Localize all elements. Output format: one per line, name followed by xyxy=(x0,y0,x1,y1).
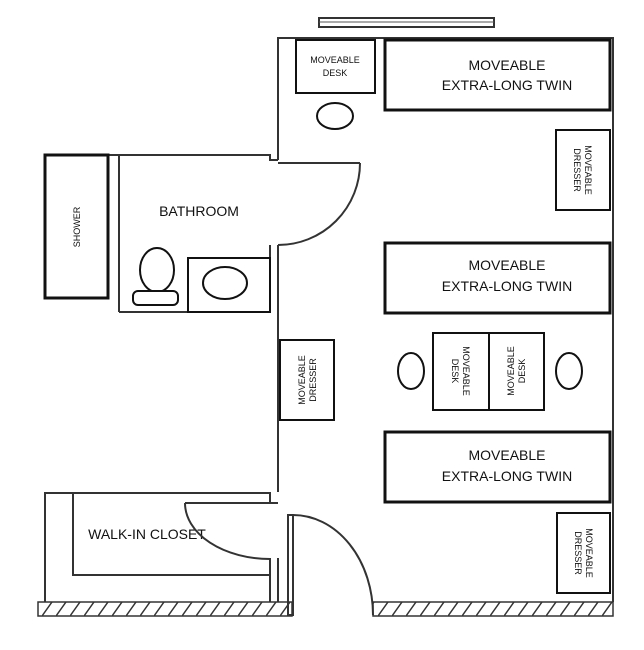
chair-right xyxy=(555,352,583,390)
furniture-label: EXTRA-LONG TWIN xyxy=(442,468,572,484)
furniture-label: DRESSER xyxy=(572,148,582,192)
furniture-label: MOVEABLE xyxy=(468,57,545,73)
furniture-label: DESK xyxy=(517,359,527,384)
closet-door[interactable] xyxy=(184,502,271,560)
sink xyxy=(202,266,248,300)
bed-1: MOVEABLE EXTRA-LONG TWIN xyxy=(383,38,612,112)
furniture-label: MOVEABLE xyxy=(583,145,593,195)
furniture-label: DRESSER xyxy=(308,358,318,402)
furniture-label: MOVEABLE xyxy=(297,355,307,405)
furniture-label: EXTRA-LONG TWIN xyxy=(442,77,572,93)
entry-door[interactable] xyxy=(287,514,374,616)
closet-label: WALK-IN CLOSET xyxy=(88,526,206,542)
desk-right: MOVEABLE DESK xyxy=(488,332,545,411)
bathroom-label: BATHROOM xyxy=(159,203,239,219)
toilet xyxy=(132,247,179,306)
furniture-label: MOVEABLE xyxy=(468,447,545,463)
furniture-label: DESK xyxy=(450,359,460,384)
bed-3: MOVEABLE EXTRA-LONG TWIN xyxy=(383,430,612,504)
chair-left xyxy=(397,352,425,390)
chair-top xyxy=(316,102,354,130)
walk-in-closet: WALK-IN CLOSET xyxy=(44,492,279,602)
furniture-label: MOVEABLE xyxy=(461,346,471,396)
desk-top: MOVEABLE DESK xyxy=(295,39,376,94)
shower xyxy=(43,153,110,300)
dresser-2: MOVEABLE DRESSER xyxy=(279,339,335,421)
furniture-label: DRESSER xyxy=(573,531,583,575)
bathroom-door[interactable] xyxy=(277,162,361,246)
shower-label: SHOWER xyxy=(72,206,82,247)
window xyxy=(318,17,495,28)
dresser-3: MOVEABLE DRESSER xyxy=(556,512,611,594)
bathroom: SHOWER BATHROOM xyxy=(43,153,361,313)
bed-2: MOVEABLE EXTRA-LONG TWIN xyxy=(383,241,612,315)
sink-counter xyxy=(187,257,271,313)
furniture-label: MOVEABLE xyxy=(468,257,545,273)
furniture-label: DESK xyxy=(323,68,348,78)
dresser-1: MOVEABLE DRESSER xyxy=(555,129,611,211)
furniture-label: EXTRA-LONG TWIN xyxy=(442,278,572,294)
exterior-wall xyxy=(37,601,614,617)
furniture-label: MOVEABLE xyxy=(506,346,516,396)
furniture-label: MOVEABLE xyxy=(584,528,594,578)
furniture-label: MOVEABLE xyxy=(310,55,360,65)
desk-left: MOVEABLE DESK xyxy=(432,332,490,411)
